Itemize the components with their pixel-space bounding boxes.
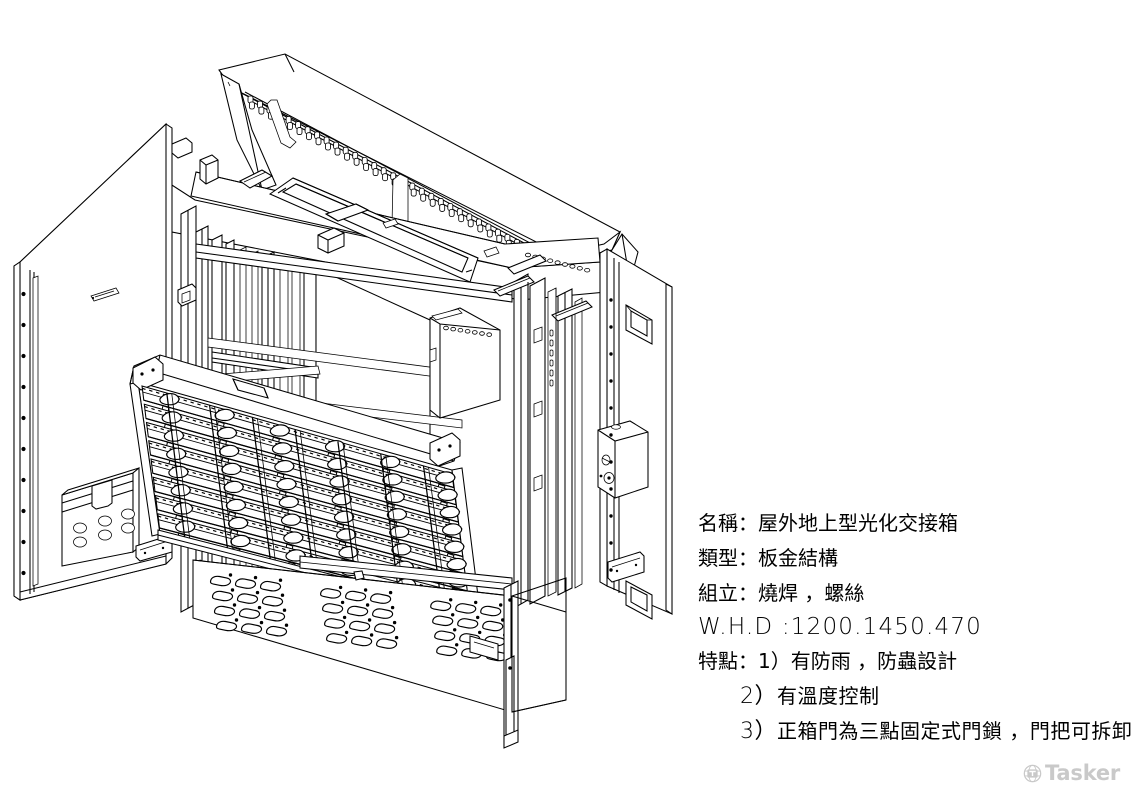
spec-separator-whd: : — [773, 614, 791, 640]
spec-number-feature3: 3） — [740, 719, 777, 744]
front-post — [503, 577, 567, 749]
spec-line-feature1: 特點：1）有防雨 ，防蟲設計 — [698, 644, 1118, 679]
spec-line-whd: W.H.D :1200.1450.470 — [698, 611, 1118, 644]
left-door — [13, 122, 173, 601]
spec-line-assembly: 組立：燒焊 ，螺絲 — [698, 576, 1118, 611]
cabinet-roof-deck — [160, 169, 607, 301]
spec-value-type: 板金結構 — [758, 546, 838, 570]
spec-label-type: 類型 — [698, 546, 738, 570]
spec-value-name: 屋外地上型光化交接箱 — [758, 511, 958, 535]
specification-text-block: 名稱：屋外地上型光化交接箱 類型：板金結構 組立：燒焊 ，螺絲 W.H.D :1… — [698, 506, 1132, 749]
spec-line-name: 名稱：屋外地上型光化交接箱 — [698, 506, 1118, 541]
spec-value-feature1: 1）有防雨 ，防蟲設計 — [758, 649, 958, 673]
spec-label-whd: W.H.D — [698, 614, 774, 640]
spec-separator-name: ： — [738, 511, 758, 535]
spec-value-feature3: 正箱門為三點固定式門鎖 ，門把可拆卸 — [777, 719, 1132, 743]
spec-separator-type: ： — [738, 546, 758, 570]
spec-label-feature: 特點 — [698, 649, 738, 673]
spec-label-assembly: 組立 — [698, 581, 738, 605]
spec-line-type: 類型：板金結構 — [698, 541, 1118, 576]
spec-value-feature2: 有溫度控制 — [777, 684, 880, 708]
bottom-vent-panel — [192, 555, 513, 713]
right-side-panel — [507, 254, 557, 600]
spec-line-feature2: 2）有溫度控制 — [698, 679, 1118, 714]
spec-value-assembly: 燒焊 ，螺絲 — [758, 581, 865, 605]
right-door — [597, 248, 673, 620]
spec-label-name: 名稱 — [698, 511, 738, 535]
spec-separator-feature: ： — [738, 649, 758, 673]
spec-separator-assembly: ： — [738, 581, 758, 605]
spec-line-feature3: 3）正箱門為三點固定式門鎖 ，門把可拆卸 — [698, 714, 1132, 749]
watermark: Tasker — [1023, 763, 1120, 784]
spec-value-whd: 1200.1450.470 — [790, 614, 982, 640]
watermark-text: Tasker — [1045, 761, 1121, 785]
tasker-globe-icon — [1023, 764, 1042, 783]
spec-number-feature2: 2） — [740, 684, 777, 709]
